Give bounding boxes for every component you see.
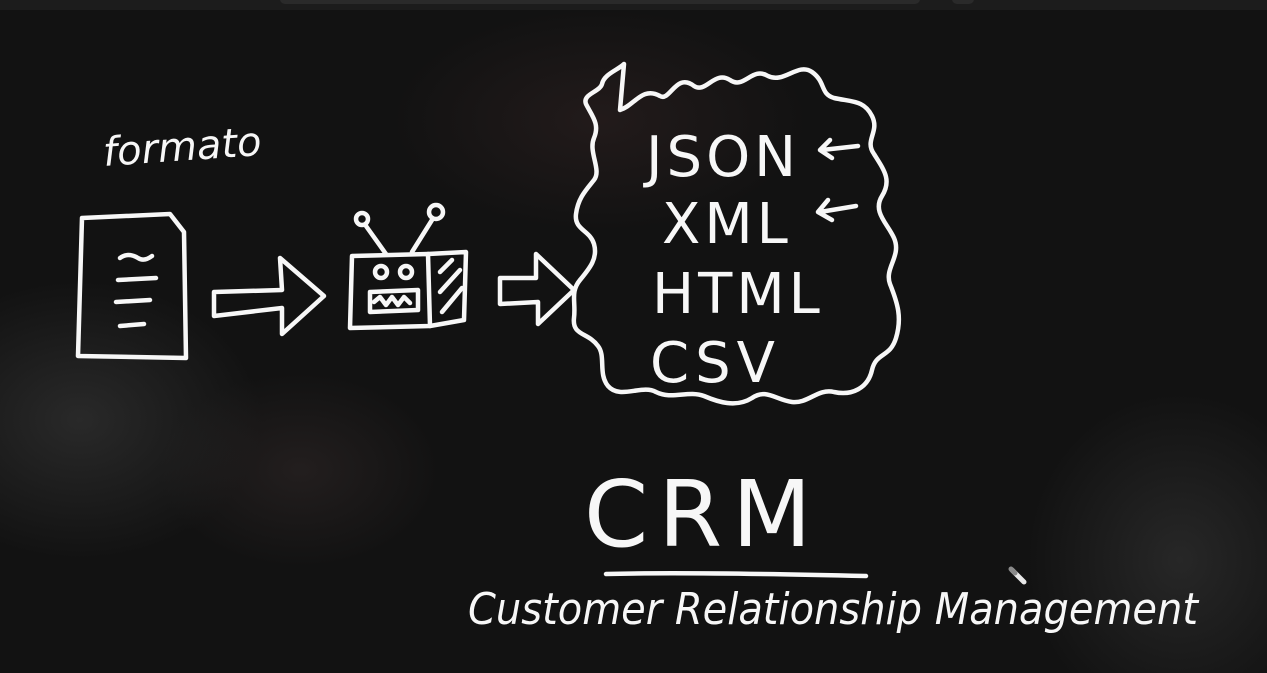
- player-top-bar: [0, 0, 1267, 10]
- arrow-right-icon: [497, 251, 577, 327]
- pen-cursor-icon: [1008, 566, 1027, 585]
- pointer-arrow-icon: [817, 137, 861, 161]
- crm-acronym: CRM: [584, 461, 822, 568]
- format-item: HTML: [652, 262, 824, 327]
- robot-icon: [347, 202, 469, 331]
- format-item: JSON: [643, 125, 800, 190]
- crm-underline: [603, 570, 869, 579]
- progress-track: [280, 0, 920, 4]
- formats-cloud: [571, 61, 902, 406]
- crm-full-name: Customer Relationship Management: [468, 584, 1200, 635]
- formats-list: JSON XML HTML CSV: [643, 125, 824, 396]
- arrow-right-icon: [211, 255, 327, 337]
- control-dot: [952, 0, 974, 4]
- format-label: formato: [101, 119, 262, 176]
- pointer-arrow-icon: [815, 197, 859, 223]
- format-item: CSV: [650, 331, 781, 396]
- format-item: XML: [662, 192, 792, 257]
- document-icon: [75, 211, 189, 361]
